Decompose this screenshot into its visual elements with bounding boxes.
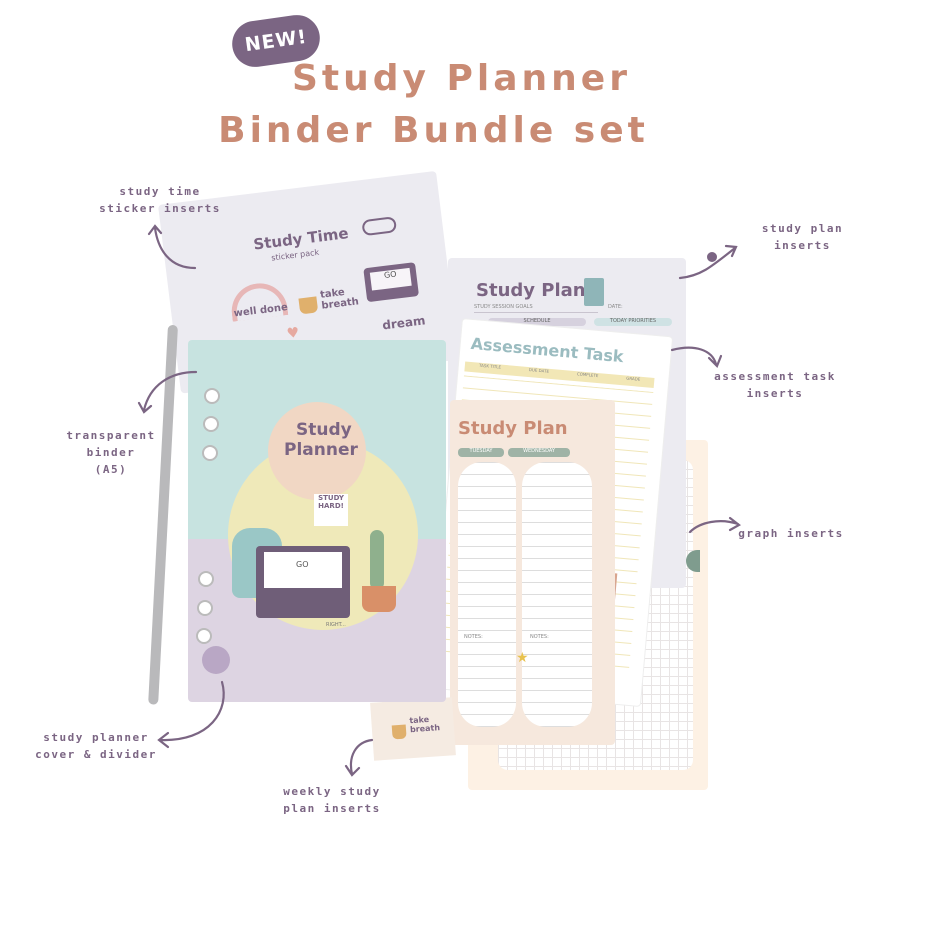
cover-laptop: GO [256,546,350,618]
binder-ring-3 [202,445,218,461]
label-graph: graph inserts [738,527,844,540]
weekly-column-right [522,462,592,727]
study-planner-cover: Study Planner STUDY HARD! GO RIGHT... [188,340,446,702]
label-assessment-line1: assessment task [714,370,836,383]
cover-title-1: Study [296,420,352,440]
cover-dot [202,646,230,674]
label-assessment-line2: inserts [746,387,804,400]
weekly-plan-title: Study Plan [458,418,568,439]
cover-pot [362,586,396,612]
weekly-day-tuesday: TUESDAY [458,448,504,457]
arrow-graph [688,516,741,534]
label-binder-line1: transparent [66,429,156,442]
cover-laptop-screen [264,552,342,588]
label-sticker-inserts: study time sticker inserts [80,183,240,217]
label-sticker-line2: sticker inserts [99,202,221,215]
arrow-plan-inserts [678,244,738,280]
study-plan-title: Study Plan [476,280,586,301]
cover-cactus [370,530,384,590]
label-cover-line2: cover & divider [35,748,157,761]
study-plan-date: DATE: [608,304,623,310]
weekly-column-left [458,462,516,727]
label-assessment: assessment task inserts [700,368,850,402]
binder-ring-1 [204,388,220,404]
label-cover-line1: study planner [43,731,149,744]
label-plan-inserts: study plan inserts [761,222,844,252]
arrow-assessment [670,346,723,368]
label-binder-line2: binder [86,446,136,459]
arrow-plan-dot [707,252,717,262]
arrow-weekly [344,738,374,777]
weekly-notes-right: NOTES: [530,634,549,640]
star-icon: ★ [516,650,529,666]
arrow-cover [157,680,225,749]
study-plan-goals-row: STUDY SESSION GOALS [474,304,598,313]
study-plan-priorities-tab: TODAY PRIORITIES [594,318,672,326]
binder-ring-5 [197,600,213,616]
weekly-notes-left: NOTES: [464,634,483,640]
label-binder: transparent binder (A5) [56,427,166,478]
binder-ring-2 [203,416,219,432]
label-cover: study planner cover & divider [30,729,162,763]
binder-ring-6 [196,628,212,644]
cover-laptop-text: GO [296,560,309,569]
cover-note: STUDY HARD! [314,494,348,526]
label-sticker-line1: study time [119,185,201,198]
arrow-sticker [147,224,197,270]
label-weekly-line2: plan inserts [283,802,381,815]
binder-ring-4 [198,571,214,587]
graph-dot [686,550,700,572]
label-weekly-line1: weekly study [283,785,381,798]
weekly-plan-sheet: Study Plan TUESDAY WEDNESDAY NOTES: NOTE… [450,400,615,745]
cover-title-2: Planner [284,440,358,460]
label-weekly: weekly study plan inserts [272,783,392,817]
cover-title-circle [268,402,366,500]
cover-signature: RIGHT... [326,622,346,628]
title-line-1: Study Planner [292,58,631,99]
study-plan-schedule-tab: SCHEDULE [488,318,586,326]
study-plan-book-icon [584,278,604,306]
arrow-binder [137,370,198,414]
title-line-2: Binder Bundle set [218,110,649,151]
label-binder-line3: (A5) [94,463,128,476]
weekly-day-wednesday: WEDNESDAY [508,448,570,457]
